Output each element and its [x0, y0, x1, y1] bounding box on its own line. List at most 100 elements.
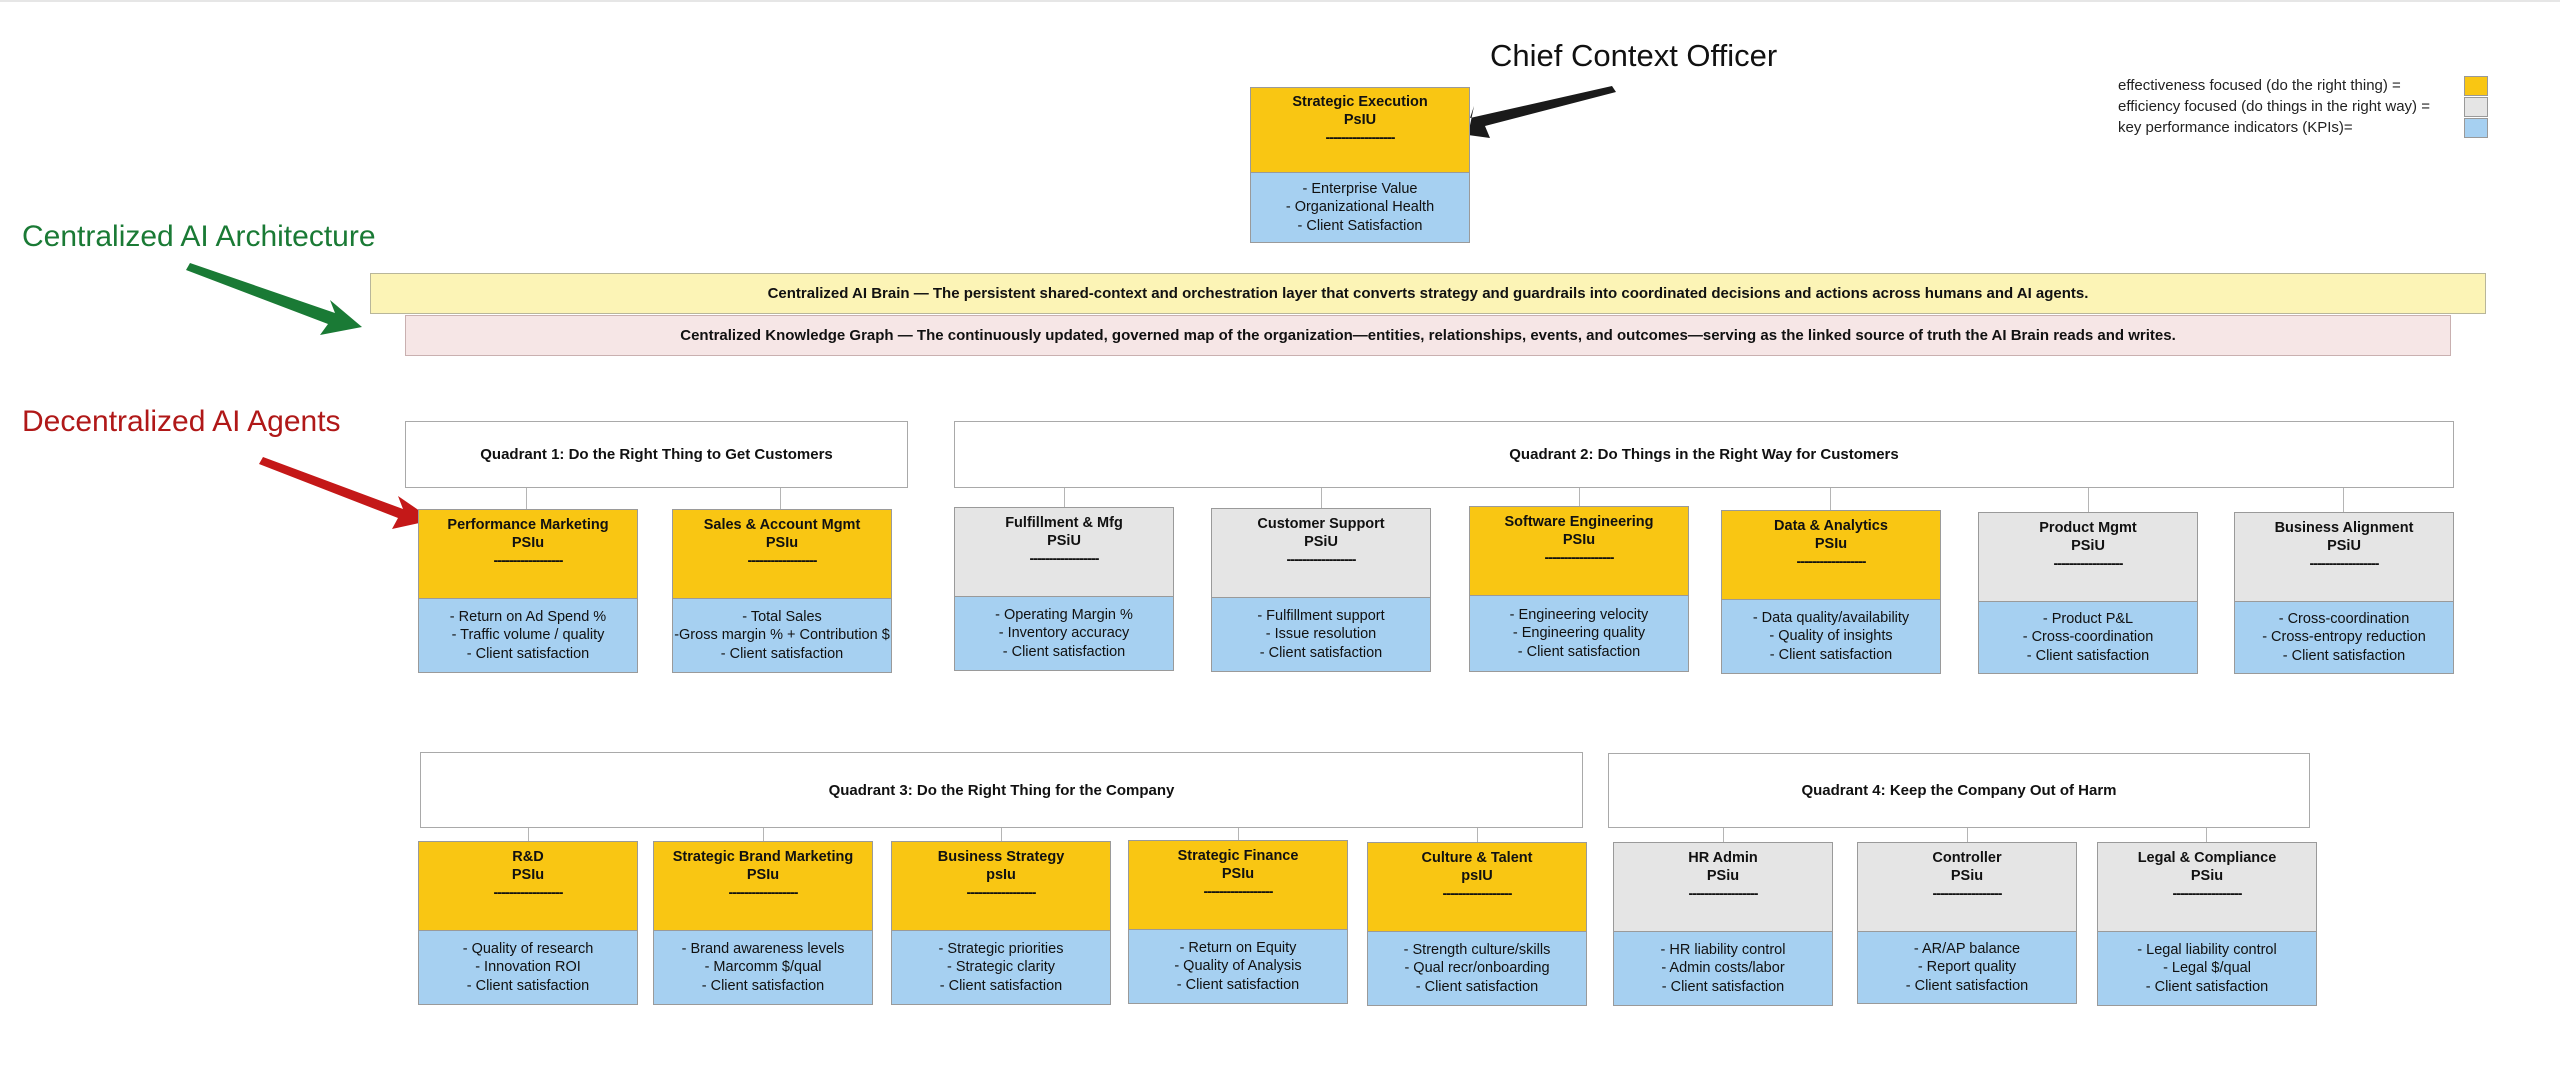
unit-header: HR Admin PSiu ------------------ [1613, 842, 1833, 932]
unit-data-analytics: Data & Analytics PSIu ------------------… [1721, 510, 1941, 674]
unit-header: Data & Analytics PSIu ------------------ [1721, 510, 1941, 600]
unit-title: R&D [512, 849, 544, 865]
unit-code: PSIu [1814, 536, 1848, 552]
kpi-item: - Client satisfaction [1415, 978, 1539, 995]
unit-product-mgmt: Product Mgmt PSiU ------------------ - P… [1978, 512, 2198, 674]
unit-code: PSIu [746, 867, 780, 883]
centralized-ai-brain-band: Centralized AI Brain — The persistent sh… [370, 273, 2486, 314]
unit-strategic-finance: Strategic Finance PSIu -----------------… [1128, 840, 1348, 1004]
quadrant-1-header: Quadrant 1: Do the Right Thing to Get Cu… [405, 421, 908, 488]
kpi-item: - Admin costs/labor [1661, 960, 1785, 977]
kpi-item: - Traffic volume / quality [451, 627, 605, 644]
kpi-item: - Client satisfaction [2282, 647, 2406, 664]
unit-kpis: - Return on Equity - Quality of Analysis… [1128, 930, 1348, 1004]
unit-culture-talent: Culture & Talent psIU ------------------… [1367, 842, 1587, 1006]
unit-code: PSiU [2327, 538, 2361, 554]
kpi-item: - HR liability control [1660, 941, 1786, 958]
black-arrow [1468, 86, 1616, 138]
unit-customer-support: Customer Support PSiU ------------------… [1211, 508, 1431, 672]
decentralized-ai-agents-label: Decentralized AI Agents [22, 405, 341, 438]
unit-title: Data & Analytics [1774, 518, 1888, 534]
kpi-item: - Client satisfaction [939, 977, 1063, 994]
kpi-item: - Cross-entropy reduction [2262, 629, 2426, 646]
unit-controller: Controller PSiu ------------------ - AR/… [1857, 842, 2077, 1004]
kpi-item: - Client satisfaction [1905, 977, 2029, 994]
unit-rd: R&D PSIu ------------------ - Quality of… [418, 841, 638, 1005]
unit-title: Product Mgmt [2039, 520, 2137, 536]
unit-performance-marketing: Performance Marketing PSIu -------------… [418, 509, 638, 673]
centralized-ai-architecture-label: Centralized AI Architecture [22, 220, 376, 253]
unit-code: PSiu [1706, 868, 1740, 884]
unit-title: Culture & Talent [1421, 850, 1533, 866]
unit-header: Culture & Talent psIU ------------------ [1367, 842, 1587, 932]
unit-kpis: - Quality of research - Innovation ROI -… [418, 931, 638, 1005]
connector [2088, 488, 2089, 512]
unit-code: PSiu [1950, 868, 1984, 884]
unit-title: HR Admin [1688, 850, 1758, 866]
unit-divider: ------------------ [966, 885, 1037, 901]
unit-kpis: - Operating Margin % - Inventory accurac… [954, 597, 1174, 671]
unit-kpis: - Strength culture/skills - Qual recr/on… [1367, 932, 1587, 1006]
kpi-item: - Fulfillment support [1257, 607, 1385, 624]
unit-divider: ------------------ [1688, 886, 1759, 902]
unit-divider: ------------------ [1932, 886, 2003, 902]
red-arrow [259, 457, 433, 529]
unit-title: Strategic Finance [1177, 848, 1299, 864]
connector [1477, 828, 1478, 842]
unit-divider: ------------------ [1796, 554, 1867, 570]
kpi-item: - Engineering velocity [1509, 606, 1649, 623]
kpi-item: - AR/AP balance [1913, 940, 2021, 957]
kpi-item: - Client satisfaction [1661, 978, 1785, 995]
unit-header: Performance Marketing PSIu -------------… [418, 509, 638, 599]
kpi-item: - Client satisfaction [701, 977, 825, 994]
unit-kpis: - Engineering velocity - Engineering qua… [1469, 596, 1689, 672]
unit-divider: ------------------ [728, 885, 799, 901]
unit-title: Software Engineering [1504, 514, 1654, 530]
connector [1830, 488, 1831, 510]
kpi-item: - Legal liability control [2137, 941, 2277, 958]
connector [1723, 828, 1724, 842]
unit-fulfillment-mfg: Fulfillment & Mfg PSiU -----------------… [954, 507, 1174, 671]
kpi-item: - Client satisfaction [1176, 976, 1300, 993]
unit-header: Legal & Compliance PSiu ----------------… [2097, 842, 2317, 932]
kpi-item: - Client satisfaction [466, 977, 590, 994]
legend-label: key performance indicators (KPIs)= [2118, 119, 2353, 136]
unit-header: Strategic Brand Marketing PSIu ---------… [653, 841, 873, 931]
connector [2343, 488, 2344, 512]
chief-context-officer-label: Chief Context Officer [1490, 38, 1778, 73]
unit-divider: ------------------ [747, 553, 818, 569]
unit-kpis: - Fulfillment support - Issue resolution… [1211, 598, 1431, 672]
legend-swatch-effectiveness [2464, 75, 2488, 96]
unit-code: PSiU [1047, 533, 1081, 549]
unit-title: Customer Support [1257, 516, 1385, 532]
kpi-item: - Inventory accuracy [998, 625, 1130, 642]
kpi-item: - Return on Ad Spend % [449, 608, 607, 625]
centralized-knowledge-graph-band: Centralized Knowledge Graph — The contin… [405, 315, 2451, 356]
kpi-item: - Marcomm $/qual [704, 959, 822, 976]
unit-header: Business Alignment PSiU ----------------… [2234, 512, 2454, 602]
connector [1321, 488, 1322, 508]
unit-header: Product Mgmt PSiU ------------------ [1978, 512, 2198, 602]
strategic-execution-kpis: - Enterprise Value - Organizational Heal… [1250, 173, 1470, 243]
kpi-item: - Return on Equity [1179, 939, 1297, 956]
kpi-item: -Gross margin % + Contribution $ [674, 627, 890, 644]
unit-code: PSIu [765, 535, 799, 551]
unit-header: Strategic Finance PSIu -----------------… [1128, 840, 1348, 930]
unit-code: PSiU [1304, 534, 1338, 550]
kpi-item: - Client satisfaction [1259, 644, 1383, 661]
unit-header: Fulfillment & Mfg PSiU -----------------… [954, 507, 1174, 597]
unit-header: Controller PSiu ------------------ [1857, 842, 2077, 932]
kpi-item: - Total Sales [742, 608, 822, 625]
kpi-item: - Enterprise Value [1302, 180, 1418, 197]
kpi-item: - Brand awareness levels [681, 940, 845, 957]
legend-row-kpi: key performance indicators (KPIs)= [2118, 117, 2488, 138]
unit-title: Strategic Execution [1292, 94, 1428, 110]
connector [780, 488, 781, 510]
kpi-item: - Strategic priorities [938, 940, 1064, 957]
kpi-item: - Organizational Health [1285, 199, 1435, 216]
unit-code: PSIu [511, 867, 545, 883]
unit-kpis: - Legal liability control - Legal $/qual… [2097, 932, 2317, 1006]
unit-business-alignment: Business Alignment PSiU ----------------… [2234, 512, 2454, 674]
unit-divider: ------------------ [1544, 550, 1615, 566]
